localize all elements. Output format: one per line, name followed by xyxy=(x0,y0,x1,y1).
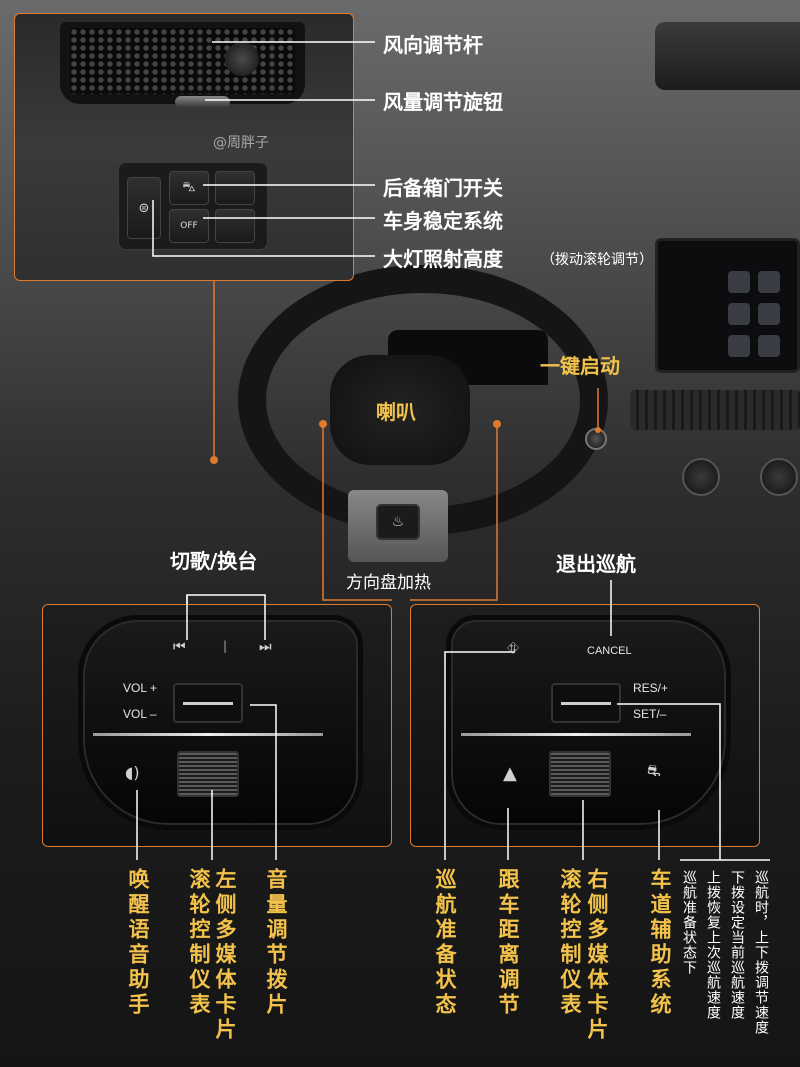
horn-label: 喇叭 xyxy=(376,400,416,424)
cancel-label[interactable]: CANCEL xyxy=(587,645,632,657)
cruise-note-4: 巡航准备状态下 xyxy=(681,870,697,975)
left-roller-label-b: 滚轮控制仪表 xyxy=(187,868,211,1018)
infotainment-screen xyxy=(655,238,800,373)
tailgate-icon: ⛍ xyxy=(182,179,196,195)
voice-label: 唤醒语音助手 xyxy=(126,868,150,1018)
lane-assist-label: 车道辅助系统 xyxy=(648,868,672,1018)
rearview-mirror xyxy=(655,22,800,90)
wheel-heat-label: 方向盘加热 xyxy=(346,573,431,593)
vent-direction-lever[interactable] xyxy=(225,42,259,76)
console-inset-panel: @周胖子 ⊜ ⛍ OFF xyxy=(14,13,354,281)
previous-track-icon[interactable]: ⏮ xyxy=(173,639,186,655)
left-spoke-panel: ⏮ | ⏭ VOL + VOL – ◖) xyxy=(42,604,392,847)
voice-assistant-icon[interactable]: ◖) xyxy=(125,763,140,782)
tailgate-label: 后备箱门开关 xyxy=(383,176,503,200)
vent-volume-knob[interactable] xyxy=(175,96,230,108)
blank-switch-top xyxy=(215,171,255,205)
cruise-ready-label: 巡航准备状态 xyxy=(433,868,457,1018)
vent-lever-label: 风向调节杆 xyxy=(383,33,483,57)
left-roller-label: 左侧多媒体卡片 xyxy=(213,868,237,1043)
right-spoke-panel: ⛗ CANCEL RES/+ SET/– ▲ ⛐ xyxy=(410,604,760,847)
vsa-off-switch[interactable]: OFF xyxy=(169,209,209,243)
lane-assist-icon[interactable]: ⛐ xyxy=(647,761,661,780)
stability-label: 车身稳定系统 xyxy=(383,209,503,233)
set-label: SET/– xyxy=(633,707,667,721)
vent-grille xyxy=(70,28,295,94)
right-roller-label: 右侧多媒体卡片 xyxy=(585,868,609,1043)
cruise-note-1: 巡航时，上下拨调节速度 xyxy=(753,870,769,1035)
right-roller-label-b: 滚轮控制仪表 xyxy=(558,868,582,1018)
cruise-note-2: 下拨设定当前巡航速度 xyxy=(729,870,745,1020)
cancel-cruise-label: 退出巡航 xyxy=(556,552,636,576)
center-vent xyxy=(630,390,800,430)
start-button[interactable] xyxy=(585,428,607,450)
tailgate-switch[interactable]: ⛍ xyxy=(169,171,209,205)
volume-rocker[interactable] xyxy=(173,683,243,723)
left-media-roller[interactable] xyxy=(177,751,239,797)
follow-distance-label: 跟车距离调节 xyxy=(496,868,520,1018)
chrome-trim xyxy=(461,733,691,736)
start-label: 一键启动 xyxy=(540,354,620,378)
climate-knob-left[interactable] xyxy=(682,458,720,496)
wheel-heat-inset: ♨ xyxy=(348,490,448,562)
headlight-level-wheel[interactable]: ⊜ xyxy=(127,177,161,239)
vent-knob-label: 风量调节旋钮 xyxy=(383,90,503,114)
res-label: RES/+ xyxy=(633,681,669,695)
chrome-trim xyxy=(93,733,323,736)
headlight-level-icon: ⊜ xyxy=(138,200,150,216)
next-track-icon[interactable]: ⏭ xyxy=(259,639,272,655)
watermark: @周胖子 xyxy=(213,135,269,151)
following-distance-icon[interactable]: ▲ xyxy=(503,763,517,784)
air-vent xyxy=(60,22,305,104)
headlight-note: （拨动滚轮调节） xyxy=(541,252,653,268)
switch-track-label: 切歌/换台 xyxy=(170,549,258,573)
volume-paddle-label: 音量调节拨片 xyxy=(264,868,288,1018)
cruise-rocker[interactable] xyxy=(551,683,621,723)
track-divider-icon: | xyxy=(223,639,228,653)
switch-plate: ⊜ ⛍ OFF xyxy=(118,162,268,250)
climate-knob-right[interactable] xyxy=(760,458,798,496)
vol-down-label: VOL – xyxy=(123,707,157,721)
vol-up-label: VOL + xyxy=(123,681,157,695)
cruise-ready-icon[interactable]: ⛗ xyxy=(507,639,520,657)
cruise-note-3: 上拨恢复上次巡航速度 xyxy=(705,870,721,1020)
headlight-label: 大灯照射高度 xyxy=(383,247,503,271)
blank-switch-bottom xyxy=(215,209,255,243)
vsa-off-icon: OFF xyxy=(180,221,198,231)
right-media-roller[interactable] xyxy=(549,751,611,797)
wheel-heat-button[interactable]: ♨ xyxy=(376,504,420,540)
